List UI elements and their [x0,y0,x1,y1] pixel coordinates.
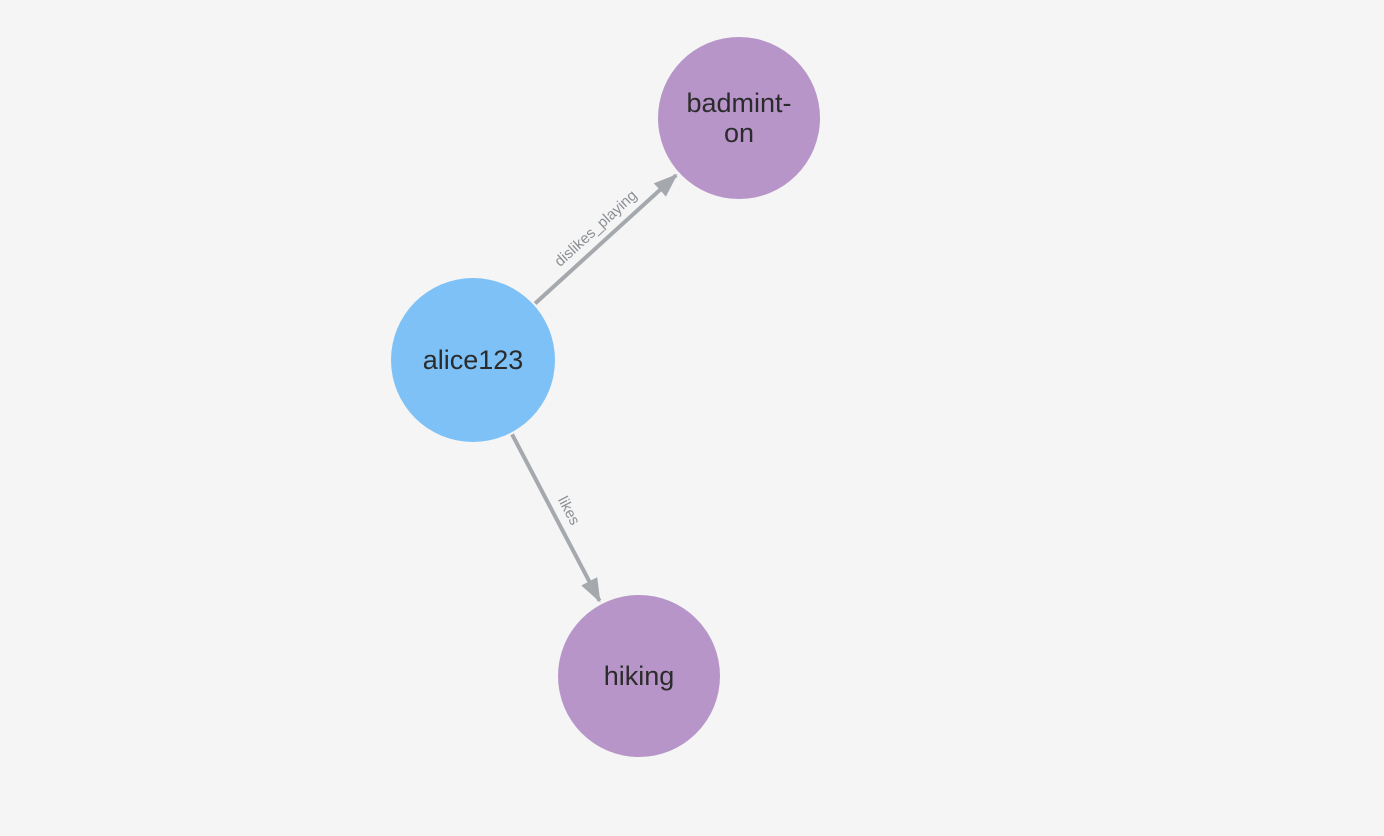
node-circle-hiking [558,595,720,757]
node-badminton[interactable]: badmint-on [658,37,820,199]
node-circle-alice123 [391,278,555,442]
node-alice123[interactable]: alice123 [391,278,555,442]
node-hiking[interactable]: hiking [558,595,720,757]
node-label-badminton: badmint-on [686,88,791,148]
edge-alice123-hiking[interactable] [510,433,602,603]
node-label-hiking: hiking [604,661,675,691]
edge-alice123-badminton[interactable] [533,173,678,305]
node-label-alice123: alice123 [423,345,524,375]
edge-label-dislikes_playing: dislikes_playing [551,187,640,270]
node-circle-badminton [658,37,820,199]
